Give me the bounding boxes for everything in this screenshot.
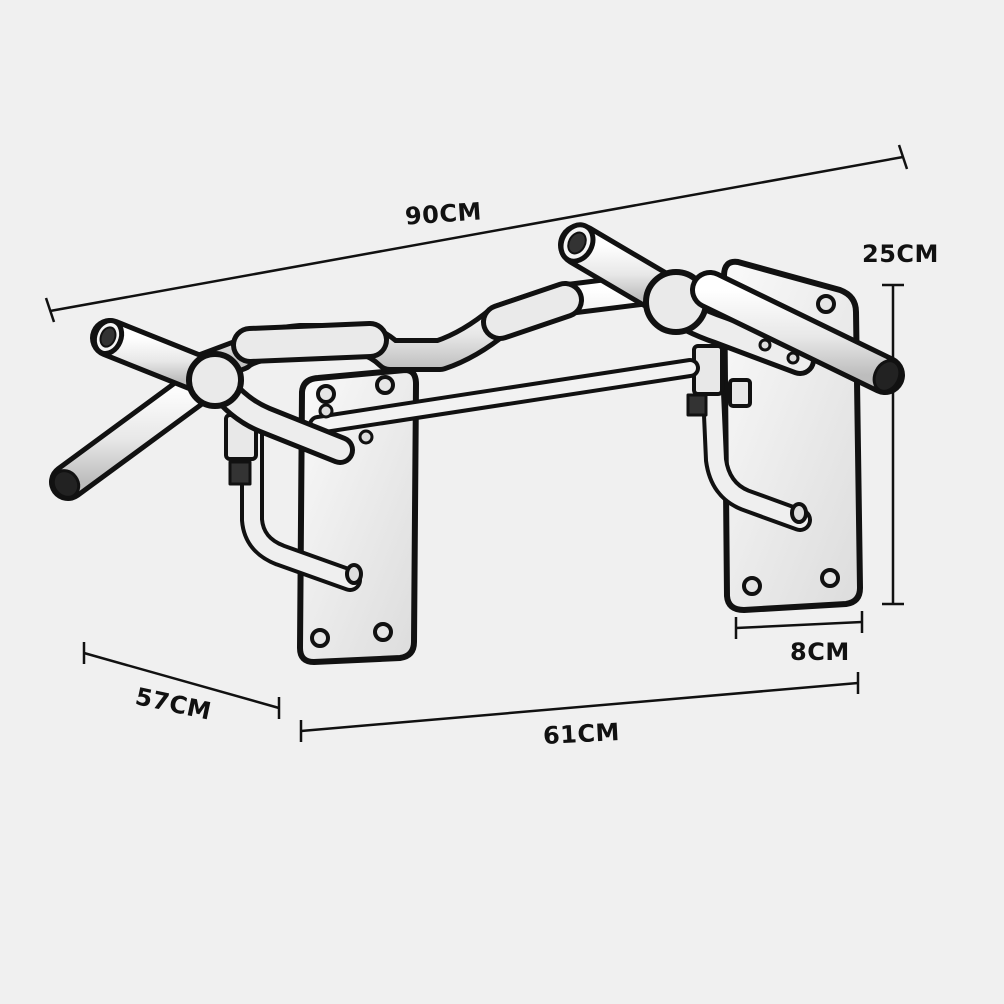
left-support-arm — [224, 413, 363, 592]
right-support-arm — [686, 344, 812, 532]
label-mount-width: 61CM — [542, 718, 621, 750]
cross-bar — [308, 358, 700, 435]
right-lower-handle — [690, 270, 905, 395]
right-upper-handle — [558, 222, 709, 335]
label-height: 25CM — [862, 240, 939, 268]
dimension-line-57cm — [82, 642, 281, 719]
pull-up-bar — [49, 222, 905, 665]
label-overall-width: 90CM — [404, 197, 483, 231]
left-upper-handle — [90, 318, 244, 409]
dimension-line-25cm — [882, 283, 904, 606]
dimension-line-61cm — [299, 672, 860, 742]
label-bracket-width: 8CM — [790, 638, 850, 666]
dimension-line-8cm — [734, 611, 864, 639]
main-bar — [183, 273, 657, 387]
dimension-line-90cm — [44, 144, 909, 323]
left-lower-handle — [49, 366, 219, 501]
